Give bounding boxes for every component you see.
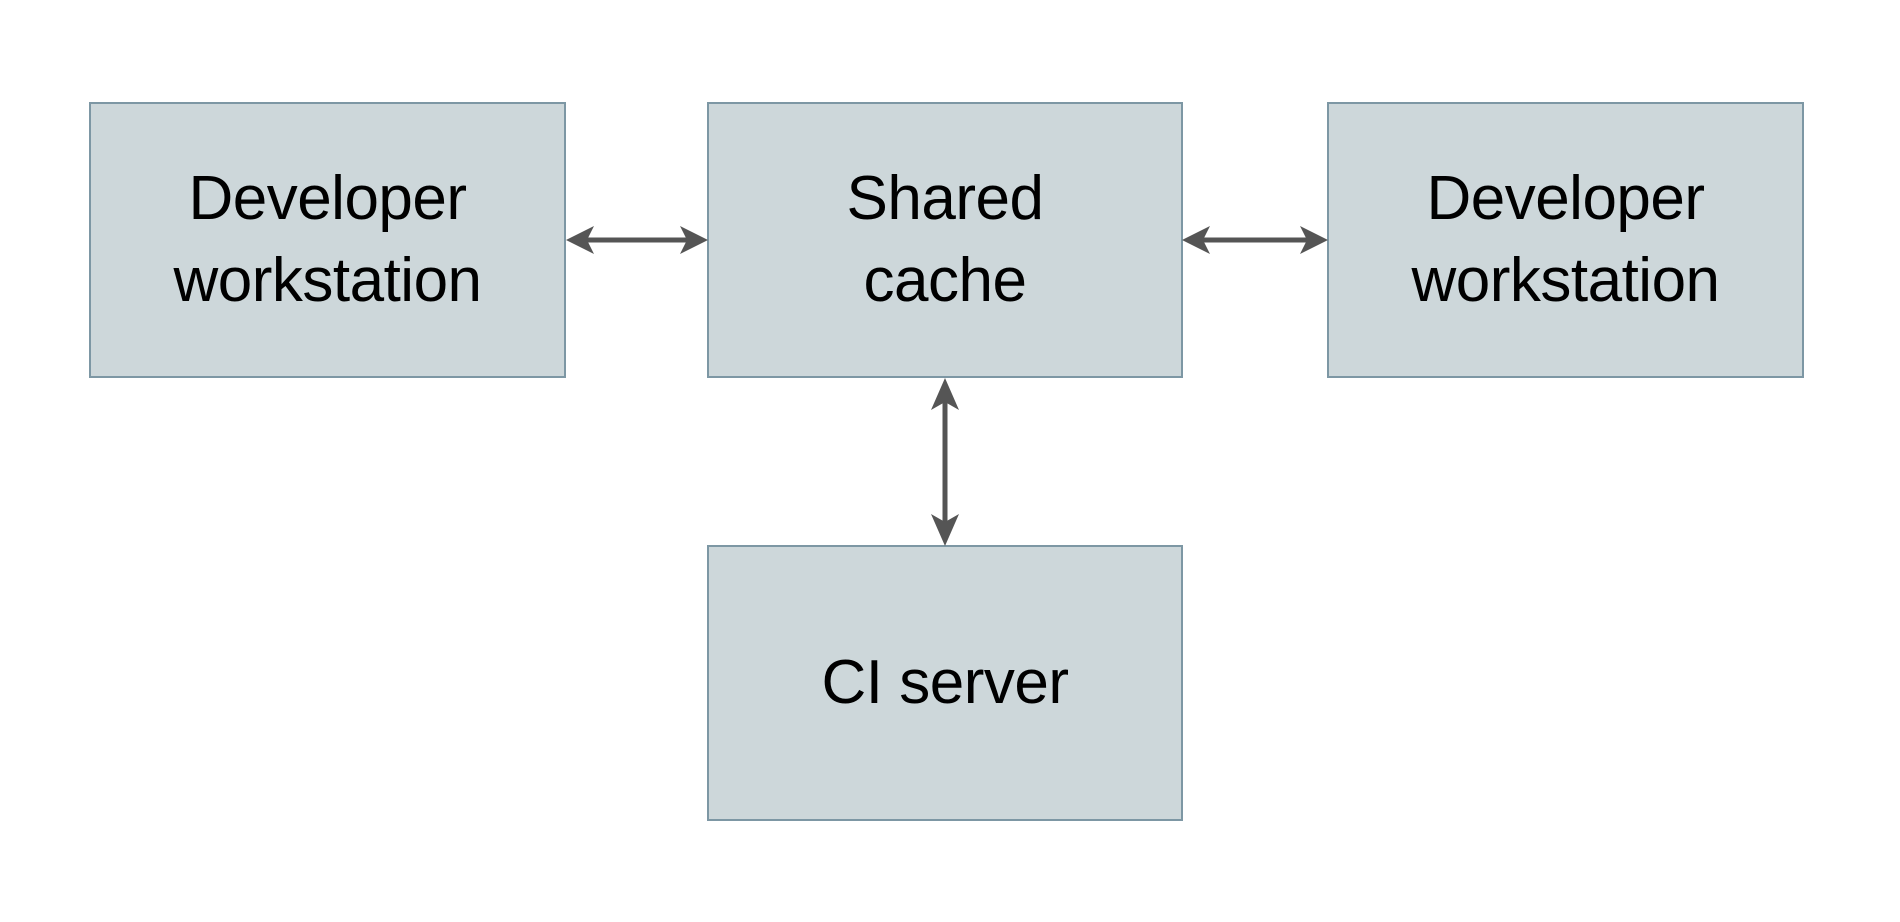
edge-shared-cache-to-developer-workstation-right bbox=[1176, 214, 1334, 266]
node-ci-server[interactable]: CI server bbox=[707, 545, 1183, 821]
edge-shared-cache-to-ci-server bbox=[919, 372, 971, 552]
node-label: Developer workstation bbox=[173, 163, 482, 315]
double-arrow-vertical-icon bbox=[931, 378, 959, 546]
node-shared-cache[interactable]: Shared cache bbox=[707, 102, 1183, 378]
double-arrow-horizontal-icon bbox=[1182, 226, 1328, 254]
edge-developer-workstation-left-to-shared-cache bbox=[560, 214, 714, 266]
double-arrow-horizontal-icon bbox=[566, 226, 708, 254]
node-label: CI server bbox=[821, 647, 1069, 717]
node-label: Developer workstation bbox=[1411, 163, 1720, 315]
node-developer-workstation-left[interactable]: Developer workstation bbox=[89, 102, 566, 378]
node-label: Shared cache bbox=[846, 163, 1044, 315]
node-developer-workstation-right[interactable]: Developer workstation bbox=[1327, 102, 1804, 378]
